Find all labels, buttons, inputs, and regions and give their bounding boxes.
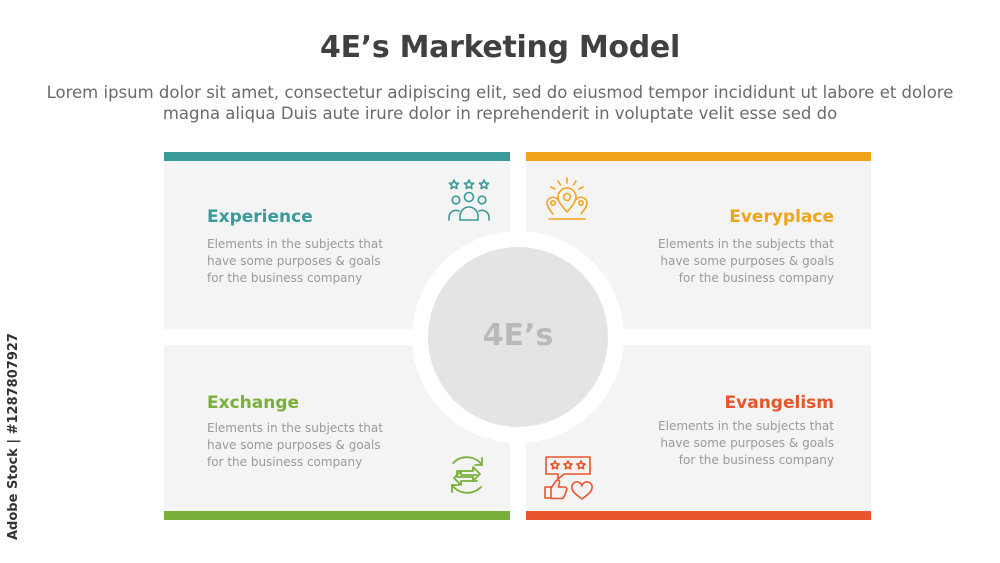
center-circle: [428, 247, 608, 427]
desc-everyplace: Elements in the subjects that have some …: [634, 236, 834, 287]
people-rating-icon: [448, 179, 490, 221]
desc-line: Elements in the subjects that: [658, 419, 834, 433]
desc-line: have some purposes & goals: [207, 254, 381, 268]
exchange-arrows-icon: [451, 456, 483, 494]
desc-line: Elements in the subjects that: [207, 421, 383, 435]
side-credit: Adobe Stock | #1287807927: [6, 333, 21, 540]
page-title: 4E’s Marketing Model: [320, 30, 680, 65]
bar-exchange: [164, 511, 510, 520]
heading-everyplace: Everyplace: [729, 207, 834, 227]
heading-exchange: Exchange: [207, 393, 300, 413]
desc-line: have some purposes & goals: [660, 436, 834, 450]
desc-exchange: Elements in the subjects that have some …: [207, 420, 407, 471]
desc-line: Elements in the subjects that: [207, 237, 383, 251]
desc-line: for the business company: [678, 453, 834, 467]
desc-line: Elements in the subjects that: [658, 237, 834, 251]
desc-line: for the business company: [678, 271, 834, 285]
page-subtitle: Lorem ipsum dolor sit amet, consectetur …: [46, 83, 954, 123]
bar-evangelism: [526, 511, 871, 520]
bar-everyplace: [526, 152, 871, 161]
desc-line: for the business company: [207, 271, 363, 285]
desc-line: have some purposes & goals: [660, 254, 834, 268]
heading-experience: Experience: [207, 207, 313, 227]
heading-evangelism: Evangelism: [724, 393, 834, 413]
desc-experience: Elements in the subjects that have some …: [207, 236, 407, 287]
review-like-icon: [544, 456, 593, 500]
bar-experience: [164, 152, 510, 161]
desc-line: have some purposes & goals: [207, 438, 381, 452]
location-pins-icon: [546, 177, 588, 220]
center-label: 4E’s: [482, 318, 554, 353]
desc-line: for the business company: [207, 455, 363, 469]
desc-evangelism: Elements in the subjects that have some …: [634, 418, 834, 469]
